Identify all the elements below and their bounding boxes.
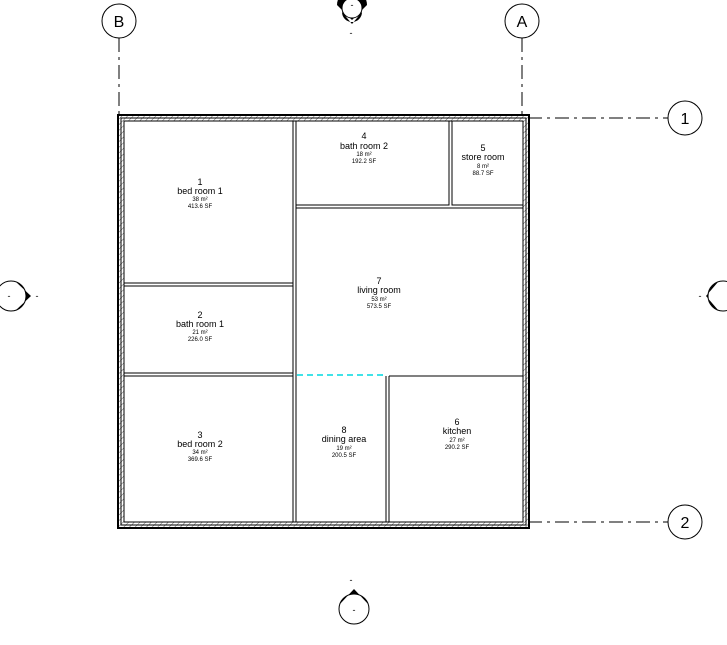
room-number: 2 — [197, 310, 202, 320]
svg-text:-: - — [36, 291, 39, 301]
svg-text:-: - — [8, 291, 11, 301]
room-number: 1 — [197, 177, 202, 187]
room-name: dining area — [322, 434, 367, 444]
room-tag-bed-room-1[interactable]: 1 bed room 1 38 m² 413.6 SF — [177, 177, 223, 210]
room-tag-kitchen[interactable]: 6 kitchen 27 m² 290.2 SF — [443, 417, 472, 451]
room-tag-bed-room-2[interactable]: 3 bed room 2 34 m² 369.6 SF — [177, 430, 223, 463]
room-tag-store-room[interactable]: 5 store room 8 m² 88.7 SF — [461, 143, 504, 177]
room-area-metric: 18 m² — [356, 152, 371, 158]
room-number: 5 — [480, 143, 485, 153]
room-number: 6 — [454, 417, 459, 427]
elevation-marker-bottom-label: - — [353, 605, 356, 615]
room-number: 4 — [361, 131, 366, 141]
room-area-metric: 38 m² — [192, 197, 207, 203]
room-name: store room — [461, 152, 504, 162]
room-number: 7 — [376, 276, 381, 286]
grid-label-b: B — [114, 14, 125, 31]
room-area-sf: 290.2 SF — [445, 445, 470, 451]
room-area-sf: 192.2 SF — [352, 159, 377, 165]
room-area-sf: 88.7 SF — [472, 171, 493, 177]
room-name: bath room 1 — [176, 319, 224, 329]
svg-text:-: - — [350, 575, 353, 585]
room-area-sf: 413.6 SF — [188, 204, 213, 210]
room-tags: 1 bed room 1 38 m² 413.6 SF 2 bath room … — [176, 131, 505, 463]
elevation-marker-left[interactable]: - - — [0, 280, 39, 312]
grid-label-a: A — [517, 14, 528, 31]
room-tag-bath-room-1[interactable]: 2 bath room 1 21 m² 226.0 SF — [176, 310, 224, 343]
room-name: living room — [357, 285, 401, 295]
grid-bubble-a[interactable]: A — [504, 3, 540, 39]
room-area-sf: 200.5 SF — [332, 453, 357, 459]
room-name: bed room 2 — [177, 439, 223, 449]
room-area-sf: 573.5 SF — [367, 304, 392, 310]
room-tag-dining-area[interactable]: 8 dining area 19 m² 200.5 SF — [322, 425, 367, 459]
room-area-metric: 53 m² — [371, 297, 386, 303]
room-area-sf: 226.0 SF — [188, 337, 213, 343]
grid-bubble-1[interactable]: 1 — [667, 100, 703, 136]
svg-text:-: - — [350, 28, 353, 38]
room-area-metric: 34 m² — [192, 450, 207, 456]
grid-label-1: 1 — [681, 111, 690, 128]
room-area-sf: 369.6 SF — [188, 457, 213, 463]
room-number: 8 — [341, 425, 346, 435]
room-area-metric: 21 m² — [192, 330, 207, 336]
room-tag-living-room[interactable]: 7 living room 53 m² 573.5 SF — [357, 276, 401, 310]
room-area-metric: 27 m² — [449, 438, 464, 444]
elevation-marker-right[interactable]: - — [699, 280, 727, 312]
room-area-metric: 8 m² — [477, 164, 489, 170]
room-area-metric: 19 m² — [336, 446, 351, 452]
svg-text:-: - — [699, 291, 702, 301]
room-name: kitchen — [443, 426, 472, 436]
elevation-marker-top-label: - — [351, 0, 354, 10]
room-name: bed room 1 — [177, 186, 223, 196]
grid-label-2: 2 — [681, 515, 690, 532]
room-name: bath room 2 — [340, 141, 388, 151]
elevation-marker-bottom[interactable]: - - — [338, 575, 370, 625]
room-number: 3 — [197, 430, 202, 440]
room-tag-bath-room-2[interactable]: 4 bath room 2 18 m² 192.2 SF — [340, 131, 388, 165]
grid-bubble-2[interactable]: 2 — [667, 504, 703, 540]
elevation-marker-top[interactable]: - - — [337, 0, 367, 38]
grid-bubble-b[interactable]: B — [101, 3, 137, 39]
interior-walls — [123, 120, 524, 523]
